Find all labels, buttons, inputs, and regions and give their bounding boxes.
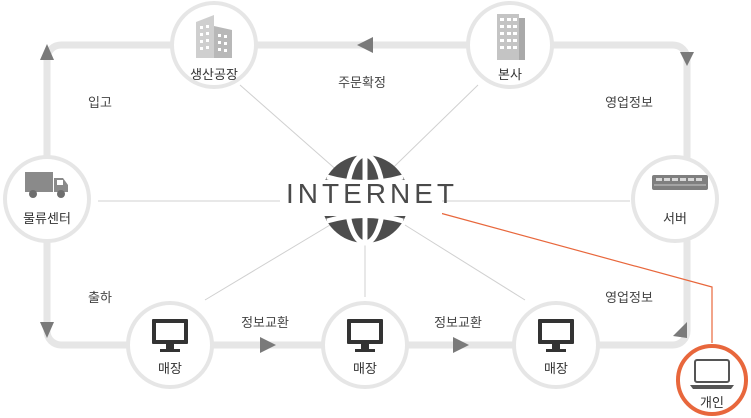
arrow-hq-to-factory: [357, 37, 373, 53]
node-factory-label: 생산공장: [190, 68, 238, 83]
internet-label: INTERNET: [286, 178, 458, 209]
laptop-icon: [690, 359, 734, 389]
node-hq-label: 본사: [498, 68, 522, 83]
arrow-store3-to-server: [673, 322, 687, 338]
edge-inbound-label: 입고: [88, 96, 112, 111]
factory-icon: [196, 15, 232, 58]
spoke-store1: [204, 224, 331, 301]
arrow-hq-to-server: [680, 52, 694, 66]
node-logistics-circle: [3, 155, 91, 243]
globe-icon: [282, 152, 442, 246]
node-logistics-label: 물류센터: [23, 212, 71, 227]
arrow-logistics-to-store: [40, 322, 54, 338]
node-personal-label: 개인: [700, 396, 724, 411]
flow-arrows: [40, 37, 694, 353]
node-server-circle: [631, 155, 719, 243]
monitor-icon-store3: [538, 319, 574, 352]
edge-info-exchange-2-label: 정보교환: [434, 316, 482, 331]
truck-icon: [25, 172, 68, 198]
arrow-store1-to-store2: [260, 337, 276, 353]
monitor-icon-store2: [347, 319, 383, 352]
server-icon: [652, 175, 708, 190]
arrow-logistics-to-factory: [40, 44, 54, 60]
edge-outbound-label: 출하: [88, 291, 112, 306]
node-store3-label: 매장: [544, 362, 568, 377]
hq-building-icon: [497, 14, 525, 60]
arrow-store2-to-store3: [453, 337, 469, 353]
node-store1-label: 매장: [158, 362, 182, 377]
personal-connection-line: [439, 212, 713, 343]
monitor-icon-store1: [152, 319, 188, 352]
edge-info-exchange-1-label: 정보교환: [241, 316, 289, 331]
edge-sales-info-bottom-label: 영업정보: [605, 291, 653, 306]
edge-sales-info-top-label: 영업정보: [605, 96, 653, 111]
node-store2-label: 매장: [353, 362, 377, 377]
spoke-store3: [404, 224, 526, 301]
edge-order-confirm-label: 주문확정: [338, 76, 386, 91]
node-server-label: 서버: [663, 212, 687, 227]
